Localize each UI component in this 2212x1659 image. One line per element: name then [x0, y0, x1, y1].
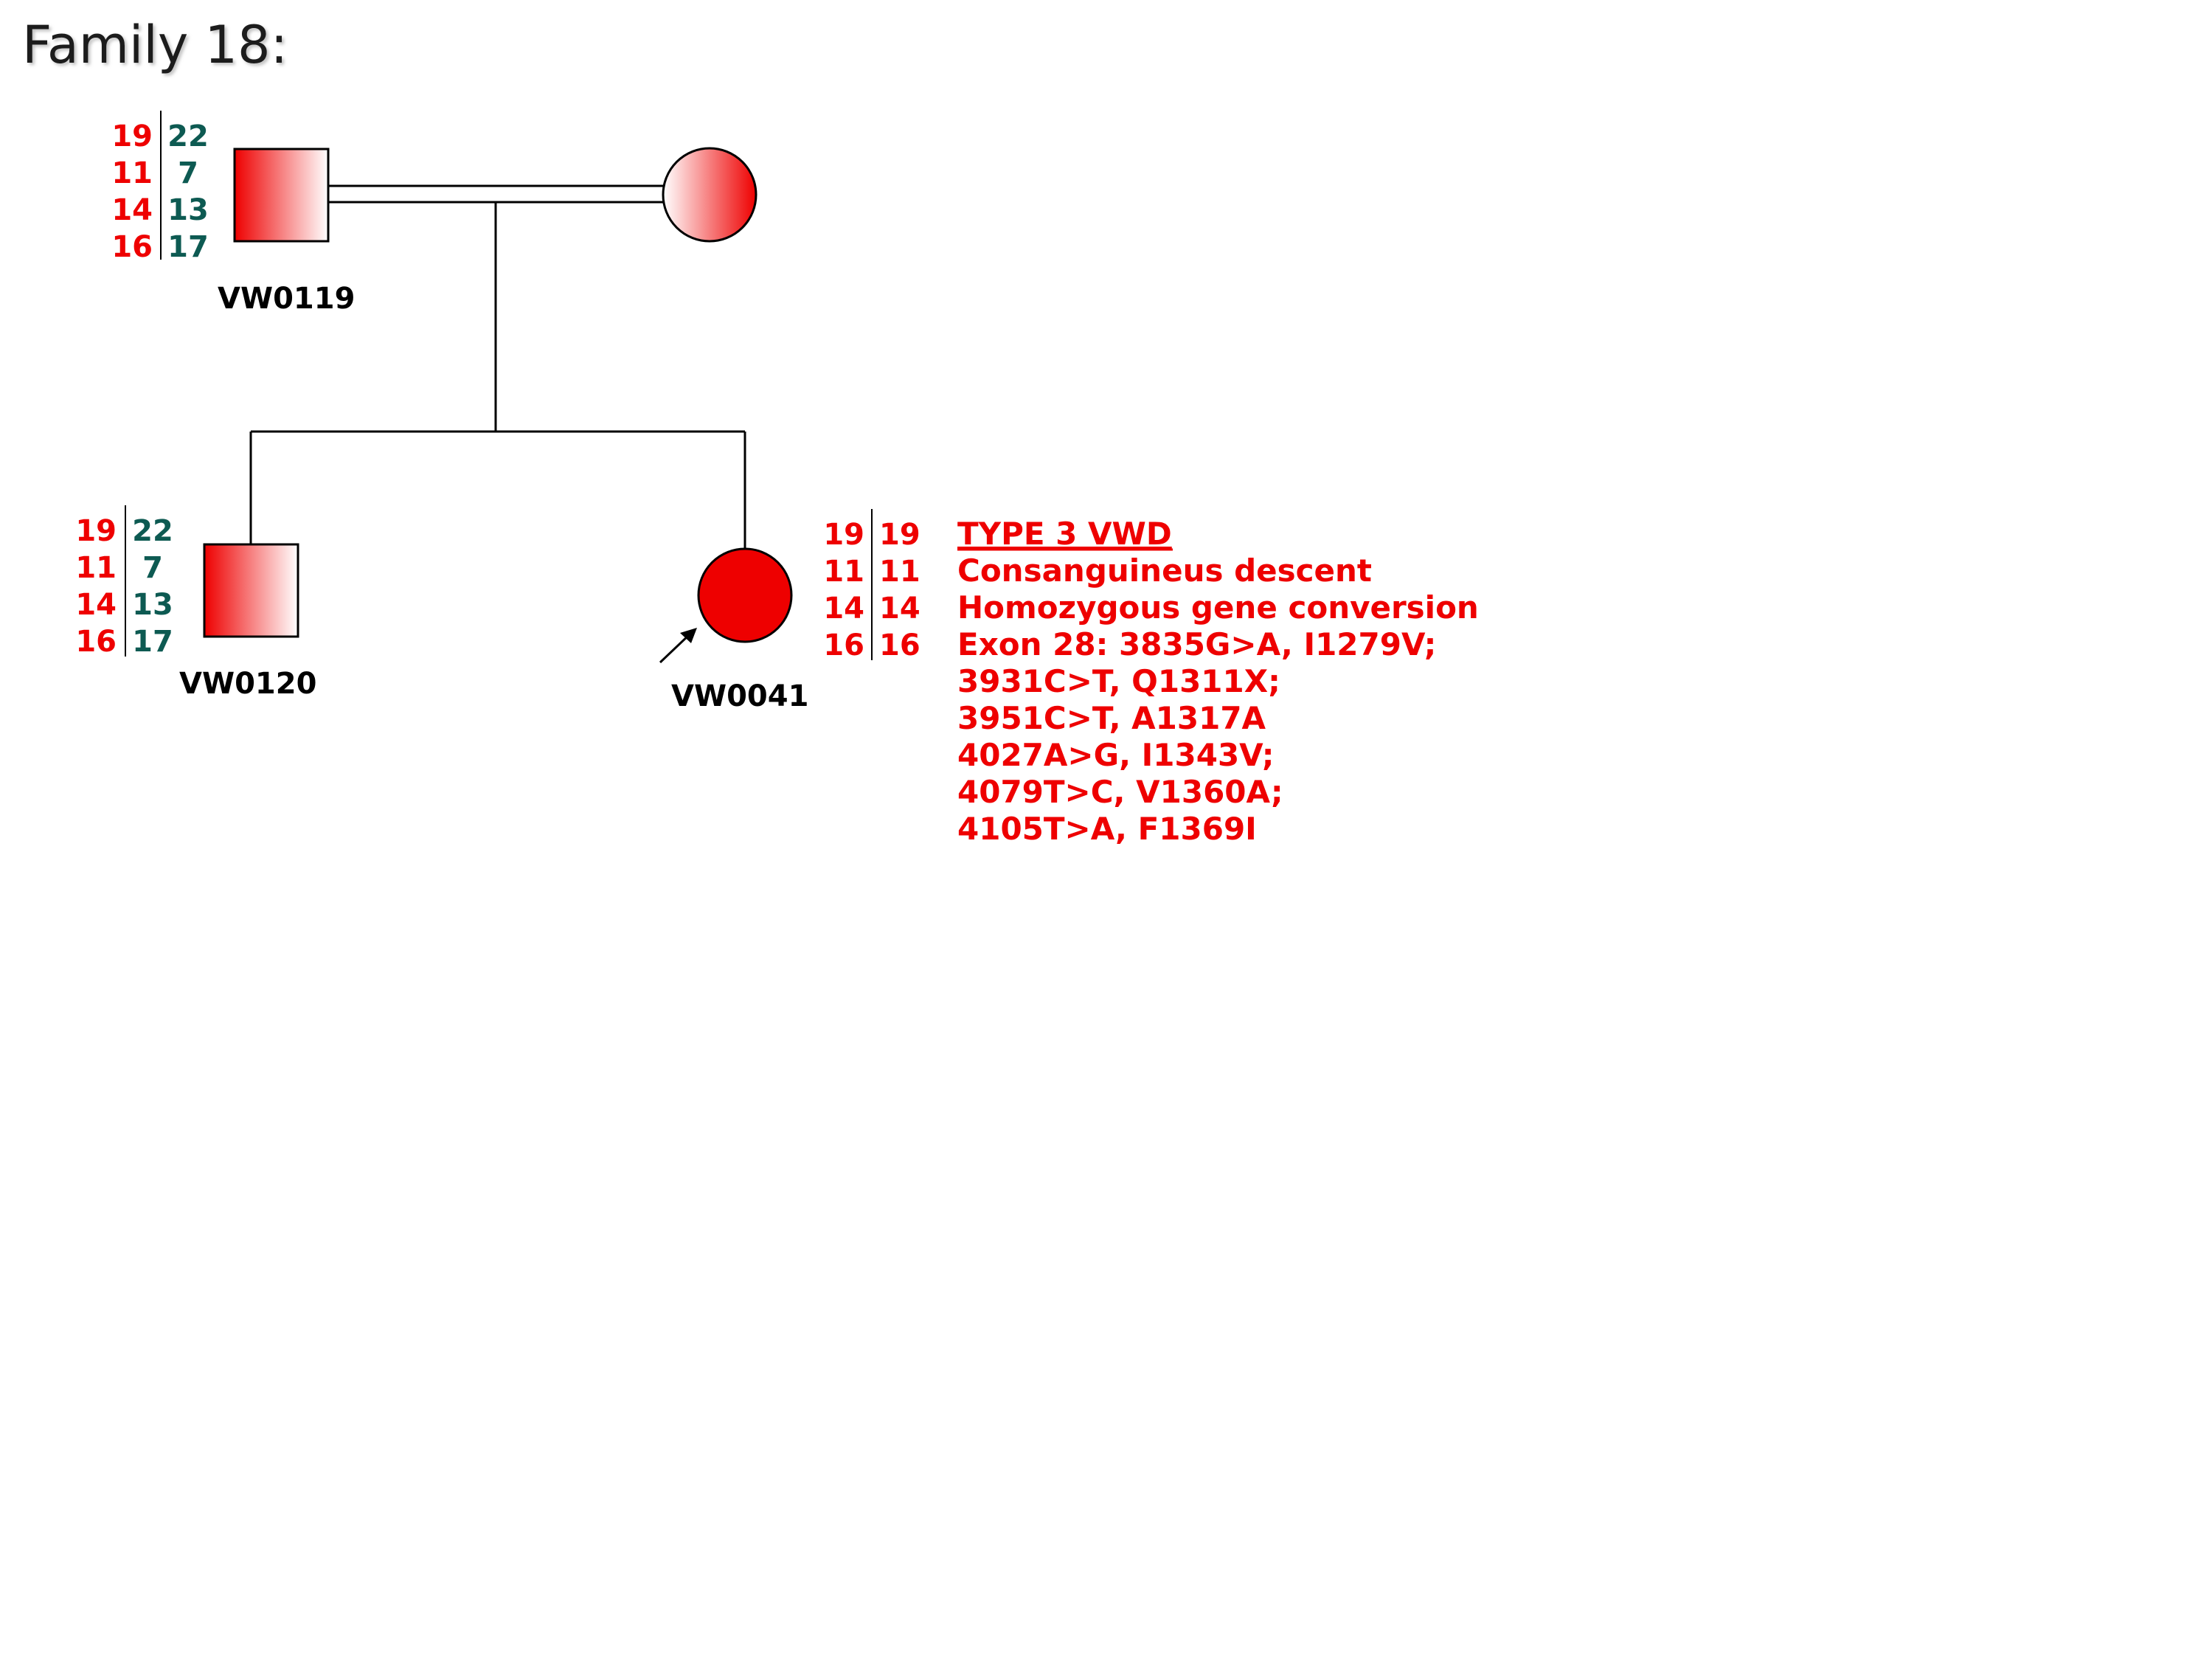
allele: 19 — [75, 514, 117, 548]
proband-notes: TYPE 3 VWD Consanguineus descent Homozyg… — [957, 516, 1479, 847]
allele: 14 — [823, 592, 864, 626]
allele: 13 — [167, 193, 209, 227]
allele: 11 — [111, 156, 153, 190]
allele: 17 — [167, 230, 209, 264]
son-male-symbol — [203, 543, 299, 638]
allele: 19 — [111, 120, 153, 153]
note-line: Homozygous gene conversion — [957, 589, 1479, 626]
proband-arrow-icon — [659, 628, 697, 664]
note-line: 4105T>A, F1369I — [957, 811, 1257, 847]
father-male-symbol — [233, 148, 330, 243]
mother-female-symbol — [662, 147, 757, 243]
proband-female-symbol — [697, 547, 793, 643]
allele: 14 — [111, 193, 153, 227]
father-haplotype: 19 11 14 16 22 7 13 17 — [111, 111, 209, 264]
allele: 16 — [879, 628, 920, 662]
proband-id-label: VW0041 — [671, 679, 808, 713]
allele: 16 — [111, 230, 153, 264]
allele: 14 — [75, 588, 117, 622]
allele: 17 — [132, 625, 173, 659]
allele: 14 — [879, 592, 920, 626]
allele: 19 — [823, 518, 864, 552]
father-id-label: VW0119 — [218, 282, 355, 316]
allele: 22 — [132, 514, 173, 548]
allele: 11 — [879, 555, 920, 589]
son-haplotype: 19 11 14 16 22 7 13 17 — [75, 505, 173, 659]
allele: 22 — [167, 120, 209, 153]
allele: 19 — [879, 518, 920, 552]
note-line: Consanguineus descent — [957, 553, 1372, 589]
proband-haplotype: 19 11 14 16 19 11 14 16 — [823, 509, 920, 662]
allele: 16 — [75, 625, 117, 659]
allele: 7 — [178, 156, 198, 190]
note-line: 3931C>T, Q1311X; — [957, 663, 1280, 699]
allele: 11 — [823, 555, 864, 589]
note-line: 3951C>T, A1317A — [957, 700, 1266, 736]
allele: 13 — [132, 588, 173, 622]
allele: 11 — [75, 551, 117, 585]
note-line: 4027A>G, I1343V; — [957, 737, 1275, 773]
note-line: Exon 28: 3835G>A, I1279V; — [957, 626, 1436, 662]
son-id-label: VW0120 — [179, 667, 316, 701]
allele: 16 — [823, 628, 864, 662]
allele: 7 — [142, 551, 163, 585]
page-title: Family 18: — [22, 15, 288, 75]
note-line: 4079T>C, V1360A; — [957, 774, 1283, 810]
diagnosis-heading: TYPE 3 VWD — [957, 516, 1172, 552]
